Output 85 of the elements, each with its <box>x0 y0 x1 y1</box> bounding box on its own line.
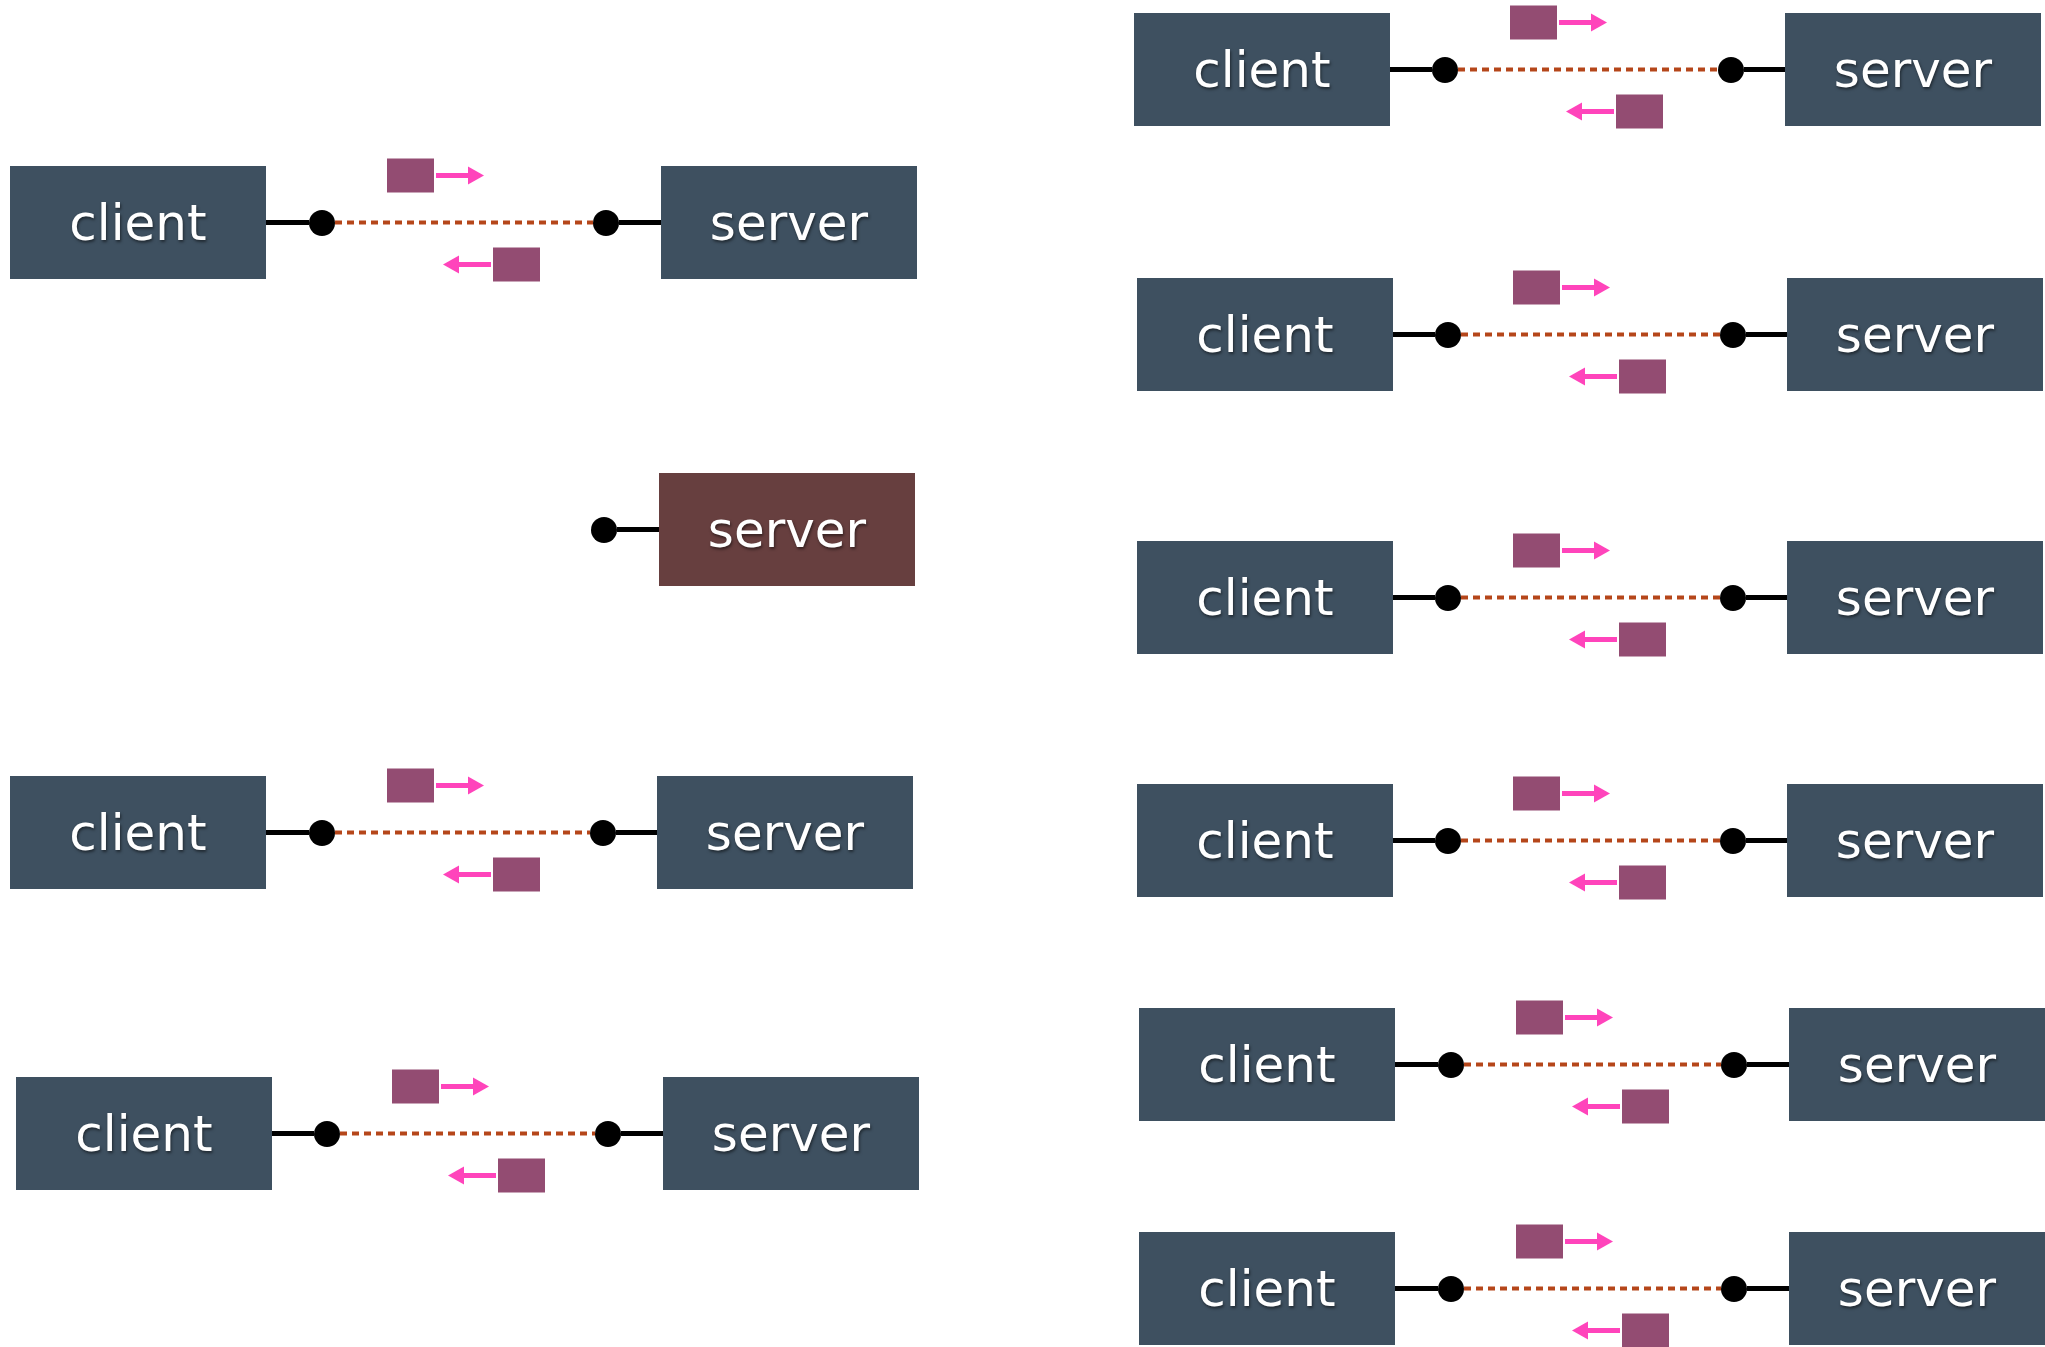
host-box <box>1787 784 2043 897</box>
socket-dot <box>1720 321 1746 348</box>
connector <box>1746 838 1787 843</box>
dashed-connector <box>1464 1286 1721 1291</box>
connector <box>1747 1062 1789 1067</box>
host-box <box>1139 1232 1395 1345</box>
socket-dot <box>1432 56 1458 83</box>
socket-dot <box>1438 1051 1464 1078</box>
host-label: client <box>1198 1035 1336 1094</box>
socket-dot <box>1435 827 1461 854</box>
host-label: server <box>705 803 865 862</box>
socket-dot <box>309 819 335 846</box>
dashed-connector <box>1464 1062 1721 1067</box>
host-label: server <box>1835 568 1995 627</box>
connector <box>266 220 309 225</box>
connector <box>1395 1286 1438 1291</box>
connector <box>1393 332 1435 337</box>
host-box <box>657 776 913 889</box>
host-box <box>16 1077 272 1190</box>
host-label: server <box>709 193 869 252</box>
host-box <box>1137 541 1393 654</box>
host-box <box>1789 1232 2045 1345</box>
connector <box>1393 838 1435 843</box>
host-box <box>1137 278 1393 391</box>
socket-dot <box>591 516 617 543</box>
dashed-connector <box>335 830 590 835</box>
host-box <box>661 166 917 279</box>
host-label: client <box>1196 305 1334 364</box>
socket-dot <box>1435 584 1461 611</box>
host-label: server <box>1837 1259 1997 1318</box>
host-label: server <box>1833 40 1993 99</box>
host-box <box>663 1077 919 1190</box>
socket-dot <box>595 1120 621 1147</box>
host-box <box>1139 1008 1395 1121</box>
host-label: client <box>1196 568 1334 627</box>
host-box <box>10 776 266 889</box>
connector <box>616 830 657 835</box>
socket-dot <box>593 209 619 236</box>
socket-dot <box>1435 321 1461 348</box>
host-label: server <box>1835 305 1995 364</box>
host-box <box>1789 1008 2045 1121</box>
connector <box>1746 595 1787 600</box>
socket-dot <box>590 819 616 846</box>
host-label: client <box>69 803 207 862</box>
connector <box>1747 1286 1789 1291</box>
host-label: client <box>69 193 207 252</box>
dashed-connector <box>1458 67 1718 72</box>
socket-dot <box>1721 1051 1747 1078</box>
host-label: client <box>1193 40 1331 99</box>
host-label: client <box>75 1104 213 1163</box>
connector <box>619 220 661 225</box>
host-label: client <box>1198 1259 1336 1318</box>
socket-dot <box>1718 56 1744 83</box>
host-label: server <box>1837 1035 1997 1094</box>
dashed-connector <box>1461 838 1720 843</box>
host-box <box>1787 541 2043 654</box>
host-box <box>1137 784 1393 897</box>
connector <box>272 1131 314 1136</box>
connector <box>621 1131 663 1136</box>
dashed-connector <box>335 220 593 225</box>
dashed-connector <box>1461 332 1720 337</box>
connector <box>1744 67 1785 72</box>
socket-dot <box>314 1120 340 1147</box>
host-label: server <box>711 1104 871 1163</box>
host-box <box>1785 13 2041 126</box>
socket-dot <box>1721 1275 1747 1302</box>
socket-dot <box>1720 584 1746 611</box>
host-box <box>659 473 915 586</box>
host-label: server <box>1835 811 1995 870</box>
host-box <box>10 166 266 279</box>
connector <box>1393 595 1435 600</box>
host-label: server <box>707 500 867 559</box>
socket-dot <box>1720 827 1746 854</box>
connector <box>1746 332 1787 337</box>
dashed-connector <box>1461 595 1720 600</box>
socket-dot <box>1438 1275 1464 1302</box>
host-box <box>1787 278 2043 391</box>
connector <box>1390 67 1432 72</box>
host-label: client <box>1196 811 1334 870</box>
socket-dot <box>309 209 335 236</box>
dashed-connector <box>340 1131 595 1136</box>
connector <box>617 527 659 532</box>
host-box <box>1134 13 1390 126</box>
connector <box>266 830 309 835</box>
connector <box>1395 1062 1438 1067</box>
